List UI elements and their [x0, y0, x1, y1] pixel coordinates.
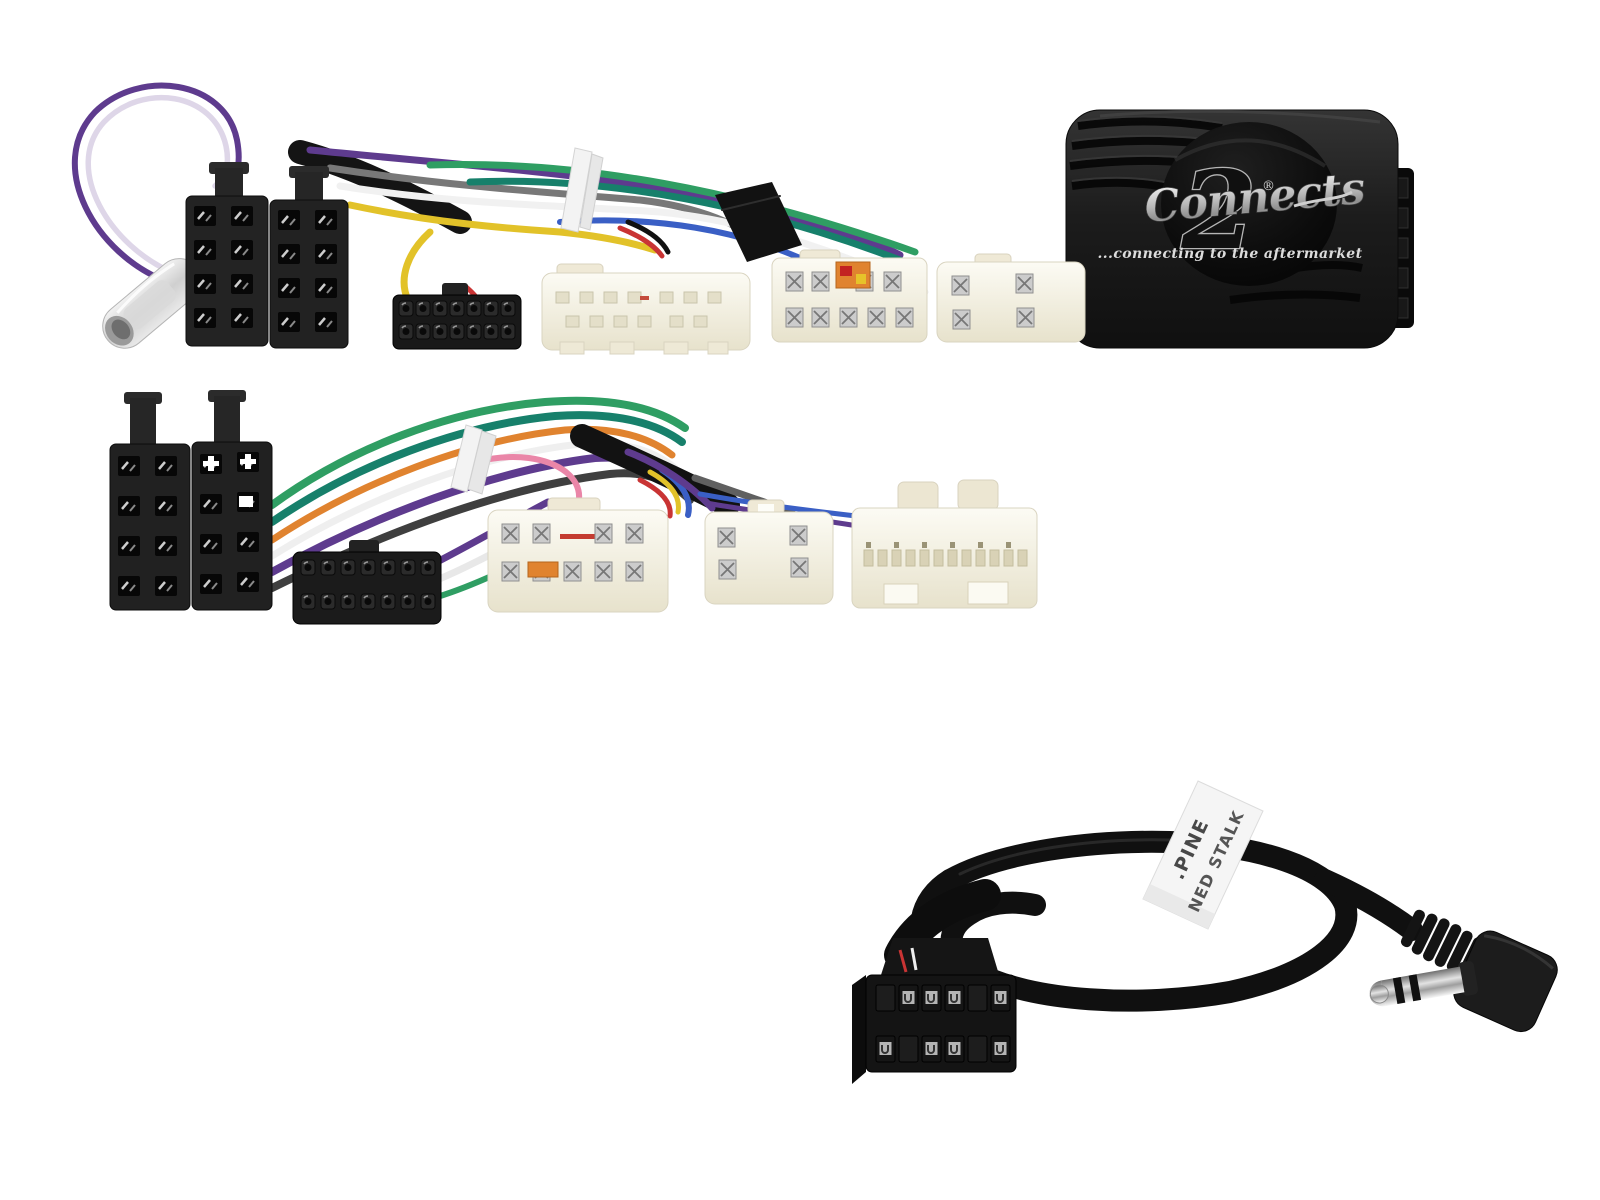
- molex-connector-12pin: [852, 938, 1017, 1084]
- connector-sticker: [835, 261, 871, 289]
- cream-connector-12pin: [851, 479, 1038, 609]
- cable-tie: [450, 424, 497, 495]
- jack-plug-3-5mm: [1369, 961, 1479, 1007]
- white-connector-4pin: [936, 253, 1086, 343]
- white-connector-large: [541, 263, 751, 355]
- box-ribs: [1069, 115, 1363, 304]
- molex-connector-14pin-1: [392, 283, 522, 350]
- iso-connector-female-1: [109, 392, 191, 611]
- wire-harness-1: [72, 82, 929, 318]
- white-connector-10pin-2: [487, 497, 669, 613]
- iso-connector-female-2: [191, 390, 273, 611]
- cable-tie: [560, 147, 604, 233]
- patch-lead-label: .PINE NED STALK: [1142, 780, 1264, 930]
- connector-sticker: [527, 561, 559, 578]
- iso-connector-male-2: [269, 166, 349, 349]
- white-connector-6pin: [704, 499, 834, 605]
- white-connector-10pin: [771, 249, 928, 343]
- swc-interface-box: 2 Connects ® ...connecting to the afterm…: [1065, 109, 1414, 349]
- molex-connector-14pin-2: [292, 540, 442, 625]
- logo-flourish: [1293, 190, 1353, 208]
- box-logo-numeral: 2: [1180, 148, 1256, 274]
- keyed-holes: [203, 454, 256, 507]
- iso-connector-male-1: [185, 162, 269, 347]
- box-logo-dome: [1161, 122, 1337, 286]
- box-tagline: ...connecting to the aftermarket: [1098, 246, 1363, 262]
- registered-mark: ®: [1262, 179, 1275, 194]
